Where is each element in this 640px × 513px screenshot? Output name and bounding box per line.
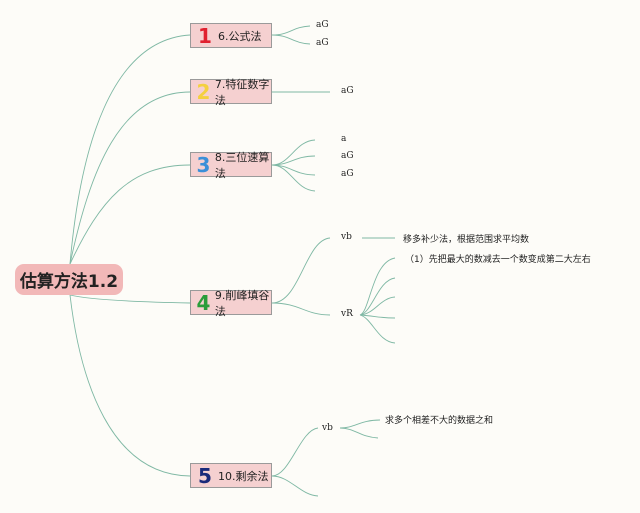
leaf-text: aG <box>341 169 354 179</box>
branch-label-4: 9.削峰填谷法 <box>214 288 270 318</box>
branch-number-3: 3 <box>196 152 211 177</box>
leaf-text: vR <box>341 309 353 319</box>
branch-label-2: 7.特征数字法 <box>214 77 270 107</box>
branch-number-2: 2 <box>196 79 211 104</box>
branch-number-5: 5 <box>198 463 212 488</box>
leaf-text: vb <box>322 423 333 433</box>
leaf-note: （1）先把最大的数减去一个数变成第二大左右 <box>405 255 591 265</box>
branch-label-3: 8.三位速算法 <box>214 150 270 180</box>
branch-node-4[interactable]: 4 9.削峰填谷法 <box>190 289 272 318</box>
branch-node-5[interactable]: 5 10.剩余法 <box>190 463 272 488</box>
branch-label-5: 10.剩余法 <box>218 469 269 483</box>
leaf-note: 移多补少法，根据范围求平均数 <box>403 235 530 245</box>
leaf-note: 求多个相差不大的数据之和 <box>385 416 494 426</box>
leaf-text: aG <box>341 151 354 161</box>
branch-node-3[interactable]: 3 8.三位速算法 <box>190 151 272 180</box>
leaf-text: vb <box>341 232 352 242</box>
branch-node-2[interactable]: 2 7.特征数字法 <box>190 78 272 107</box>
leaf-text: aG <box>316 20 329 30</box>
leaf-text: aG <box>316 38 329 48</box>
root-node[interactable]: 估算方法1.2 <box>15 264 123 295</box>
branch-node-1[interactable]: 1 6.公式法 <box>190 23 272 48</box>
branch-number-1: 1 <box>198 23 212 48</box>
leaf-text: a <box>341 134 347 144</box>
branch-label-1: 6.公式法 <box>218 29 262 43</box>
leaf-text: aG <box>341 86 354 96</box>
branch-number-4: 4 <box>196 290 211 315</box>
root-label: 估算方法1.2 <box>19 272 119 292</box>
